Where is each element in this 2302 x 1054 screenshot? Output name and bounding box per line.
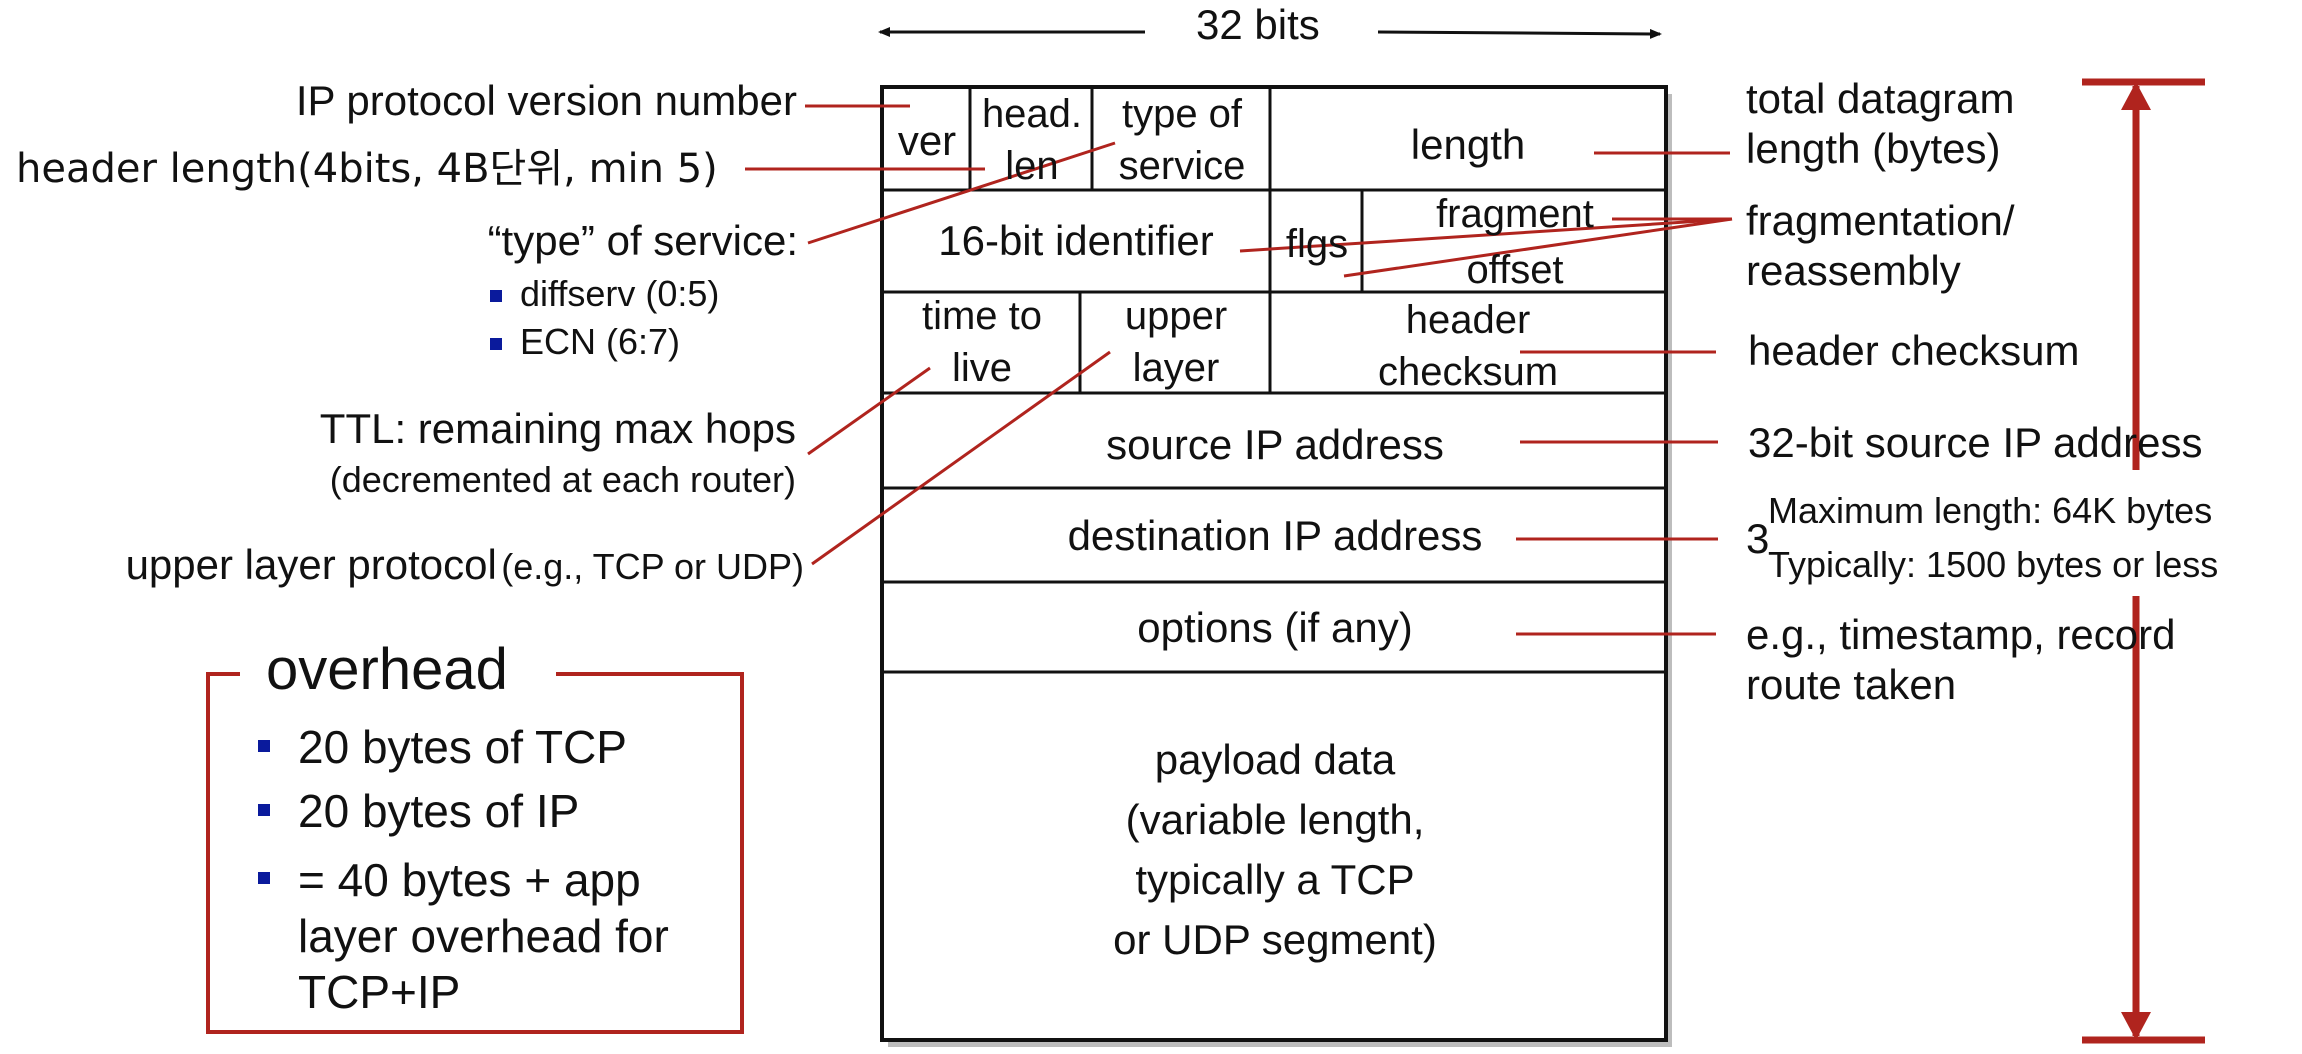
field-version: ver — [897, 117, 957, 164]
bullet-icon — [258, 740, 270, 752]
overhead-item-tcp: 20 bytes of TCP — [298, 721, 627, 773]
annotation-upper-layer-main: upper layer protocol — [125, 541, 497, 588]
field-destination-ip: destination IP address — [1067, 512, 1483, 559]
field-header-checksum: header checksum — [1377, 298, 1559, 394]
leader-frag-offset — [1343, 217, 1733, 278]
row-dividers — [882, 188, 1666, 674]
leader-ttl — [807, 366, 931, 456]
annotation-upper-layer-note: (e.g., TCP or UDP) — [501, 546, 804, 587]
annotation-version: IP protocol version number — [295, 77, 797, 124]
max-length-callout: Maximum length: 64K bytes Typically: 150… — [1768, 484, 2223, 592]
datagram-box — [880, 85, 1668, 1042]
field-length: length — [1410, 121, 1526, 168]
leader-upper-layer — [811, 350, 1111, 566]
bullet-icon — [490, 290, 502, 302]
bullet-icon — [258, 872, 270, 884]
annotation-tos-diffserv: diffserv (0:5) — [520, 273, 720, 314]
annotation-source-ip: 32-bit source IP address — [1748, 419, 2203, 466]
annotation-total-length: total datagram length (bytes) — [1746, 75, 2015, 172]
leader-lines — [745, 104, 1733, 636]
annotation-type-of-service: “type” of service: — [487, 217, 798, 264]
typical-length-text: Typically: 1500 bytes or less — [1768, 544, 2219, 585]
field-options: options (if any) — [1137, 604, 1413, 651]
field-time-to-live: time to live — [921, 294, 1043, 390]
field-fragment-offset: fragment offset — [1436, 192, 1594, 292]
overhead-item-total: = 40 bytes + app layer overhead for TCP+… — [298, 854, 669, 1018]
max-length-arrow — [2082, 78, 2205, 1044]
overhead-frame — [206, 672, 744, 1034]
annotation-header-length: header length(4bits, 4B단위, min 5) — [16, 146, 718, 192]
field-upper-layer: upper layer — [1124, 294, 1228, 390]
field-type-of-service: type of service — [1118, 92, 1246, 188]
annotation-options: e.g., timestamp, record route taken — [1746, 611, 2176, 708]
bullet-icon — [490, 338, 502, 350]
field-payload: payload data (variable length, typically… — [1113, 736, 1437, 963]
field-header-length: head. len — [981, 92, 1083, 188]
max-length-text: Maximum length: 64K bytes — [1768, 490, 2213, 531]
width-label: 32 bits — [1196, 1, 1320, 48]
annotation-ttl: TTL: remaining max hops — [319, 405, 796, 452]
field-identifier: 16-bit identifier — [938, 217, 1214, 264]
overhead-title: overhead — [260, 634, 514, 706]
overhead-item-ip: 20 bytes of IP — [298, 785, 580, 837]
annotation-tos-ecn: ECN (6:7) — [520, 321, 681, 362]
leader-type-of-service — [807, 141, 1116, 245]
annotation-destination-cut: 3 — [1746, 515, 1770, 562]
annotation-upper-layer: upper layer protocol (e.g., TCP or UDP) — [126, 540, 804, 590]
leader-frag-identifier — [1239, 217, 1733, 253]
annotation-fragmentation: fragmentation/ reassembly — [1746, 197, 2015, 294]
field-source-ip: source IP address — [1106, 421, 1444, 468]
column-dividers — [968, 87, 1364, 393]
field-flags: flgs — [1285, 222, 1349, 266]
annotation-header-checksum: header checksum — [1748, 327, 2080, 374]
width-arrow-right — [1377, 28, 1662, 39]
bullet-icon — [258, 804, 270, 816]
annotation-ttl-note: (decremented at each router) — [329, 459, 796, 500]
